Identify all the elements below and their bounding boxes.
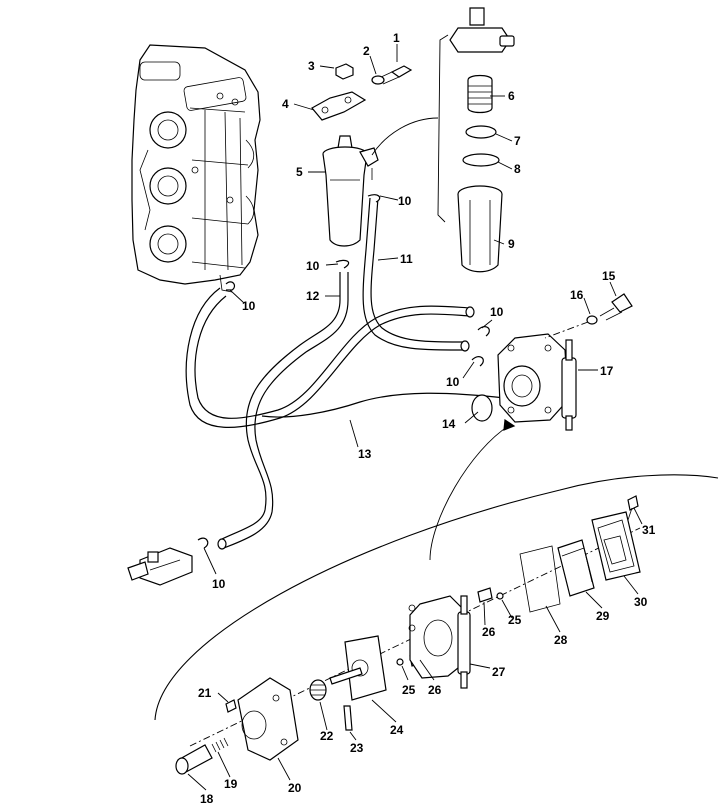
callout-21: 21 [198, 686, 212, 700]
spring-part-22 [309, 679, 327, 701]
callout-31: 31 [642, 523, 656, 537]
callout-2: 2 [363, 44, 370, 58]
callout-26-lower: 26 [428, 683, 442, 697]
callout-labels: 1 2 3 4 5 6 7 8 9 10 10 10 10 10 10 11 1… [198, 31, 656, 806]
pin-part-23 [343, 705, 353, 731]
callout-10-pump-bottom: 10 [446, 375, 460, 389]
screw-part-31 [627, 495, 639, 511]
diaphragm-part-29 [557, 539, 595, 597]
callout-14: 14 [442, 417, 456, 431]
callout-20: 20 [288, 781, 302, 795]
callout-12: 12 [306, 289, 320, 303]
hose-clamps [197, 194, 490, 549]
callout-6: 6 [508, 89, 515, 103]
fuel-filter-part-5 [322, 135, 379, 247]
callout-3: 3 [308, 59, 315, 73]
washer-part-16 [586, 315, 598, 325]
leader-lines [187, 44, 643, 791]
washer-part-2 [371, 75, 385, 85]
callout-15: 15 [602, 269, 616, 283]
callout-10-filter: 10 [398, 194, 412, 208]
callout-19: 19 [224, 777, 238, 791]
callout-10-engine: 10 [242, 299, 256, 313]
washer-part-7 [465, 125, 497, 139]
callout-11: 11 [400, 252, 413, 266]
pump-exploded-view [154, 418, 719, 775]
callout-27: 27 [492, 665, 506, 679]
callout-17: 17 [600, 364, 614, 378]
o-ring-part-8 [462, 153, 500, 167]
bracket-part-4 [311, 91, 367, 121]
filter-bowl-part-9 [457, 185, 503, 273]
spring-part-19 [211, 737, 229, 753]
callout-22: 22 [320, 729, 334, 743]
callout-23: 23 [350, 741, 364, 755]
callout-1: 1 [393, 31, 400, 45]
pump-body-part-20 [237, 677, 299, 761]
fuel-hoses [185, 197, 506, 550]
callout-5: 5 [296, 165, 303, 179]
callout-28: 28 [554, 633, 568, 647]
callout-13: 13 [358, 447, 372, 461]
callout-10-connector: 10 [212, 577, 226, 591]
callout-30: 30 [634, 595, 648, 609]
bolt-part-1 [378, 65, 413, 85]
cover-part-30 [591, 511, 641, 581]
engine-block [131, 44, 261, 293]
gasket-part-28 [519, 545, 561, 613]
callout-4: 4 [282, 97, 289, 111]
diaphragm-part-24 [329, 635, 387, 701]
callout-25-lower: 25 [402, 683, 416, 697]
plunger-part-18 [175, 744, 213, 775]
pump-housing-part-27 [408, 595, 471, 689]
fuel-connector-fitting [127, 547, 193, 586]
screw-part-15 [599, 293, 633, 321]
callout-25-upper: 25 [508, 613, 522, 627]
callout-16: 16 [570, 288, 584, 302]
callout-29: 29 [596, 609, 610, 623]
screw-part-21 [225, 699, 237, 713]
callout-9: 9 [508, 237, 515, 251]
fuel-filter-assembly [311, 7, 515, 273]
callout-24: 24 [390, 723, 404, 737]
fuel-pump-assembly-part-17 [497, 333, 577, 431]
nut-part-3 [335, 63, 354, 80]
callout-7: 7 [514, 134, 521, 148]
o-ring-part-14 [471, 394, 493, 422]
callout-10-pump-top: 10 [490, 305, 504, 319]
callout-10-filter-bottom: 10 [306, 259, 320, 273]
callout-8: 8 [514, 162, 521, 176]
callout-18: 18 [200, 792, 214, 806]
callout-26-upper: 26 [482, 625, 496, 639]
primer-cap-part-6 [449, 7, 515, 114]
